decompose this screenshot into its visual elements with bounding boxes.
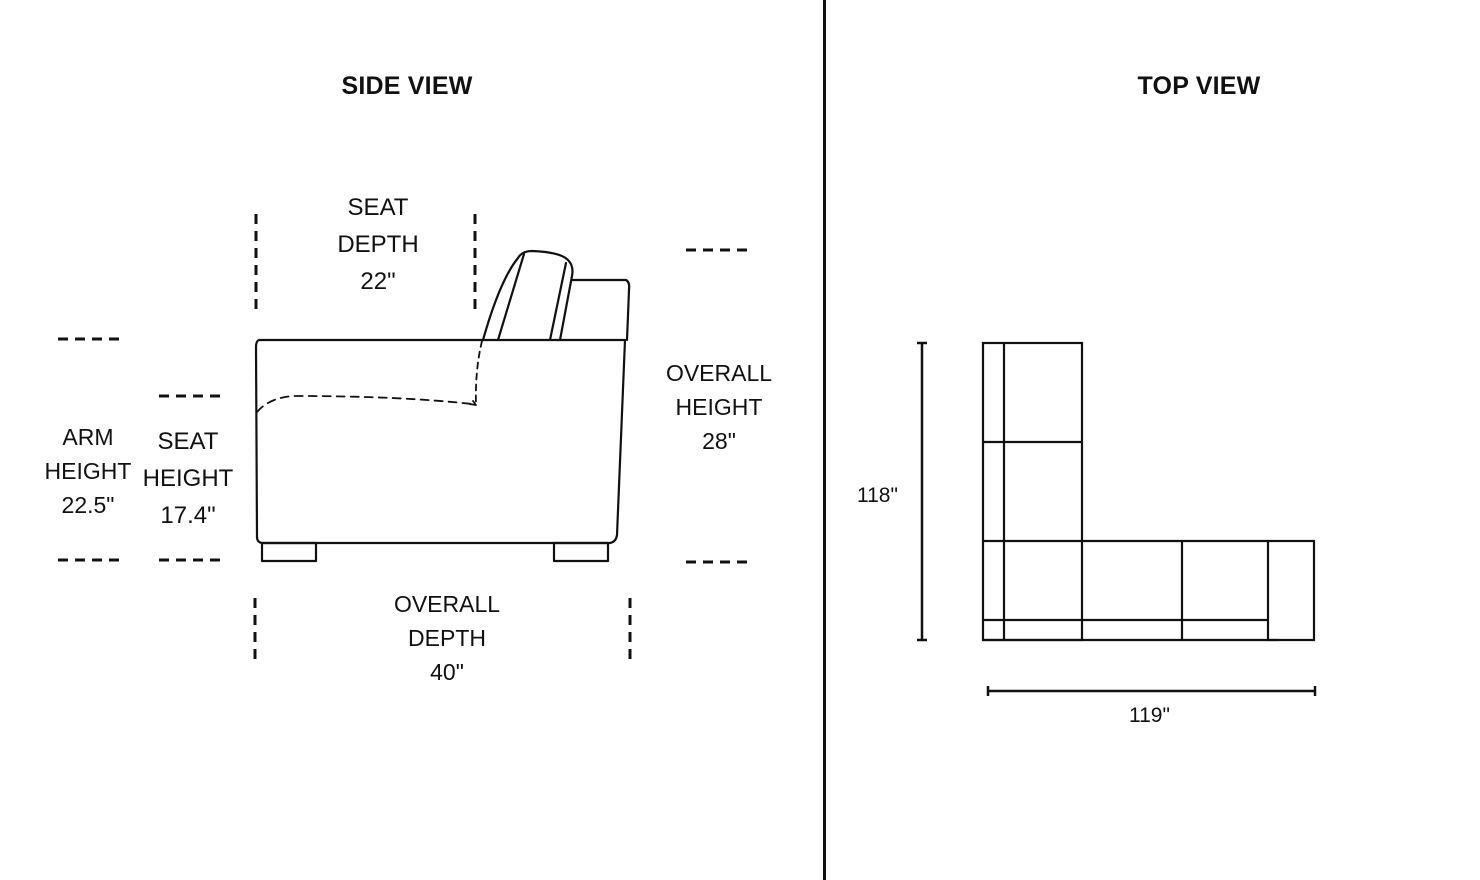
sofa-side-profile — [254, 249, 631, 563]
overall-depth-label: OVERALL DEPTH 40" — [394, 587, 500, 689]
top-view-height-dimension: 118" — [857, 484, 898, 507]
side-view-title: SIDE VIEW — [341, 72, 473, 100]
sectional-top-plan — [981, 341, 1316, 642]
overall-depth-value: 40" — [430, 659, 464, 685]
seat-height-value: 17.4" — [160, 502, 216, 529]
overall-height-label: OVERALL HEIGHT 28" — [666, 356, 772, 458]
seat-depth-label: SEAT DEPTH 22" — [337, 189, 418, 300]
arm-height-label: ARM HEIGHT 22.5" — [45, 420, 132, 522]
overall-height-value: 28" — [702, 428, 736, 454]
arm-height-value: 22.5" — [61, 492, 115, 518]
seat-depth-value: 22" — [360, 268, 396, 295]
top-view-width-dimension: 119" — [1129, 704, 1170, 727]
top-view-title: TOP VIEW — [1137, 72, 1261, 100]
view-divider — [823, 0, 826, 880]
seat-height-label: SEAT HEIGHT 17.4" — [143, 423, 234, 534]
top-view-dimension-lines — [917, 341, 1317, 696]
